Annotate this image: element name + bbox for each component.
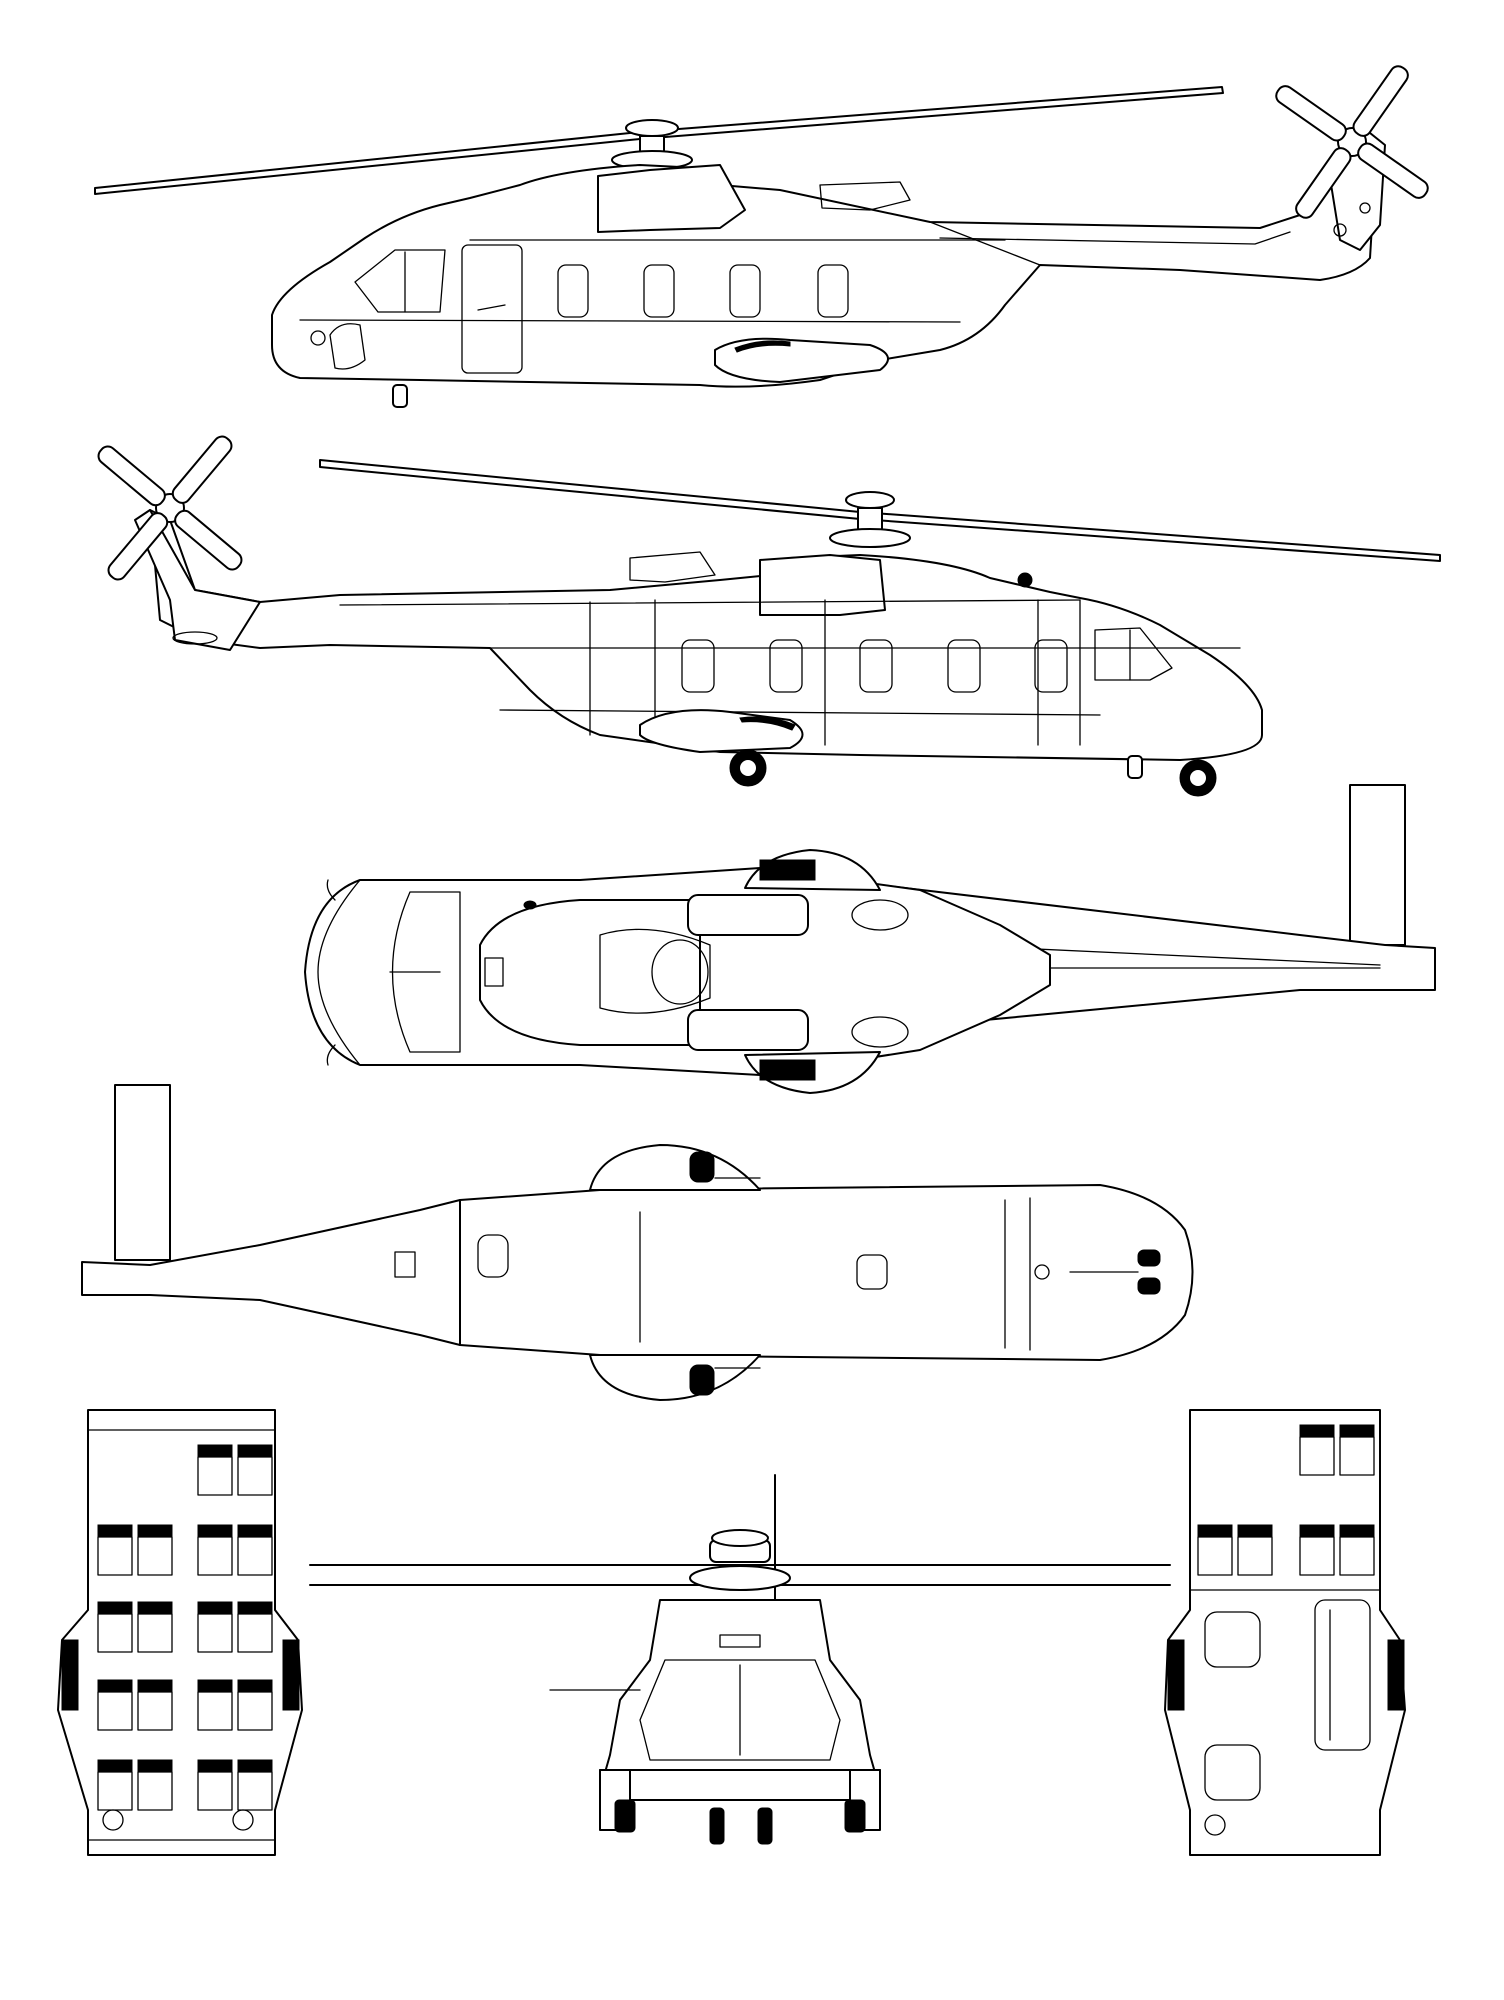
seat-group-right [1197, 1424, 1375, 1576]
seat [97, 1524, 133, 1576]
sponson-top [589, 1144, 761, 1191]
seat-group-left [97, 1444, 273, 1811]
tail-fin [114, 1084, 171, 1261]
stretcher [1314, 1599, 1371, 1751]
engine-deck [479, 899, 701, 1046]
seat [1197, 1524, 1233, 1576]
seat [137, 1524, 173, 1576]
tail-rotor [97, 435, 243, 581]
cabin-plan-left [57, 1409, 303, 1856]
engine-cowling [597, 164, 746, 233]
cabin-plan-right [1164, 1409, 1406, 1856]
seat [237, 1444, 273, 1496]
seat [1299, 1424, 1335, 1476]
cabin-outline [57, 1409, 303, 1856]
tail-fin [1349, 784, 1406, 946]
seat [237, 1679, 273, 1731]
seat [137, 1679, 173, 1731]
seat [1299, 1524, 1335, 1576]
seat [237, 1524, 273, 1576]
nose-wheel [1179, 759, 1217, 797]
fuselage [271, 157, 1373, 388]
rotor-head [829, 491, 911, 548]
cabin-door [461, 244, 523, 374]
bottom-view [81, 1084, 1194, 1401]
sponson [714, 337, 889, 383]
seat [137, 1759, 173, 1811]
seat [197, 1679, 233, 1731]
nose-gear [392, 384, 408, 408]
cockpit-canopy [391, 891, 461, 1053]
tail-fin [134, 509, 261, 651]
top-view [304, 784, 1436, 1094]
seat [197, 1759, 233, 1811]
engine-cowling [759, 554, 886, 616]
tail-rotor [1275, 65, 1429, 219]
seat [97, 1759, 133, 1811]
side-view-right [97, 435, 1441, 797]
seat [197, 1601, 233, 1653]
front-view [309, 1474, 1171, 1845]
cockpit-window [1094, 627, 1173, 681]
side-windows-left [557, 264, 849, 318]
seat [197, 1444, 233, 1496]
fuselage [459, 1184, 1194, 1361]
seat [237, 1759, 273, 1811]
rotor-head [611, 119, 693, 170]
seat [137, 1601, 173, 1653]
seat [197, 1524, 233, 1576]
sponson-bottom [589, 1354, 761, 1401]
seat [237, 1601, 273, 1653]
seat [97, 1679, 133, 1731]
rotor-hub [651, 939, 709, 1005]
cockpit-window [354, 249, 446, 313]
main-wheel [729, 749, 767, 787]
side-windows-right [681, 639, 1068, 693]
cabin-outline [1164, 1409, 1406, 1856]
windshield [639, 1659, 841, 1761]
seat [1339, 1424, 1375, 1476]
seat [97, 1601, 133, 1653]
seat [1237, 1524, 1273, 1576]
seat [1339, 1524, 1375, 1576]
side-view-left [94, 65, 1429, 408]
